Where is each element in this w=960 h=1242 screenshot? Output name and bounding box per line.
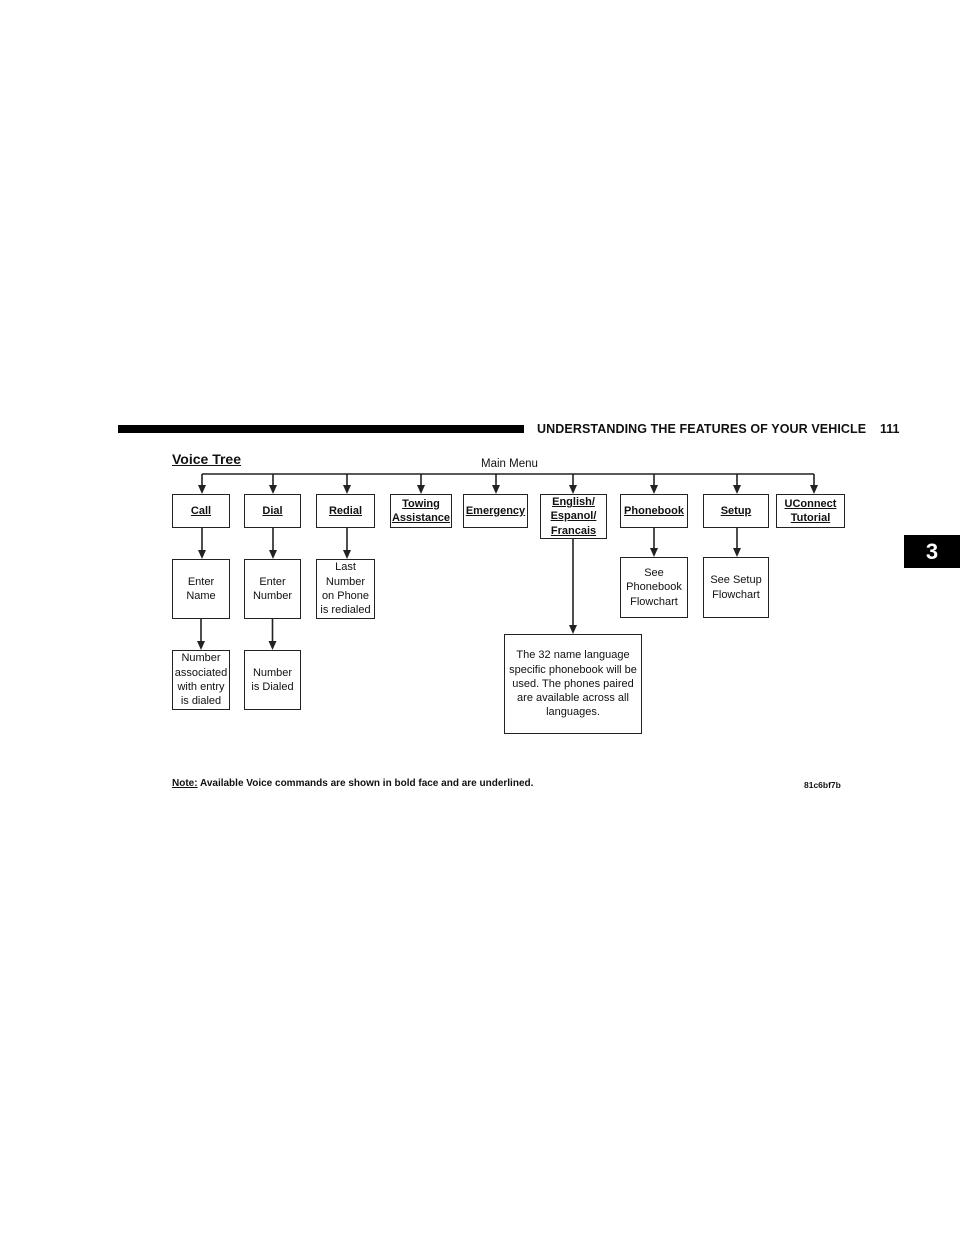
main-menu-label: Main Menu [481,458,538,470]
arrowhead-phonebook [650,485,658,494]
command-call: Call [172,494,230,528]
number-associated-label-line: with entry [177,681,225,693]
call-label-line: Call [190,504,212,517]
arrowhead-number-associated [197,641,205,650]
number-associated-label-line: associated [174,666,228,679]
language-label-line: English/ [552,496,595,509]
arrowhead-emergency [492,485,500,494]
number-dialed-label-line: is Dialed [251,681,294,693]
chapter-tab: 3 [904,535,960,568]
arrowhead-call [198,485,206,494]
note-text: Available Voice commands are shown in bo… [197,778,534,789]
last-number-label-line: Last [335,561,356,574]
header-rule [118,425,524,433]
arrowhead-see-setup [733,548,741,557]
figure-code: 81c6bf7b [804,780,841,790]
see-setup-label-line: See Setup [710,574,762,587]
last-number-label-line: on Phone [321,590,370,602]
voice-tree-title: Voice Tree [172,451,242,467]
arrowhead-enter-name [198,550,206,559]
number-associated-label-line: Number [181,652,221,665]
language-label-line: Francais [550,524,597,537]
command-setup: Setup [703,494,769,528]
number-dialed-label-line: Number [252,666,293,679]
last-number-label-line: is redialed [320,604,371,617]
arrowhead-number-dialed [268,641,277,650]
language-label-line: Espanol/ [550,510,597,523]
page-number: 111 [880,422,900,436]
dial-label-line: Dial [262,504,283,517]
command-language: English/Espanol/Francais [540,494,607,539]
redial-label-line: Redial [328,504,362,517]
uconnect-label-line: UConnect [784,497,837,510]
setup-label-line: Setup [720,504,752,517]
towing-label-line: Towing [402,497,440,510]
arrowhead-last-number [343,550,351,559]
towing-label-line: Assistance [391,512,451,524]
note-label: Note: [172,778,198,789]
language-note-label-line: The 32 name language [516,649,630,662]
language-note-label-line: used. The phones paired [512,677,634,690]
language-note-label-line: specific phonebook will be [509,663,637,676]
command-emergency: Emergency [463,494,528,528]
arrowhead-uconnect [810,485,818,494]
running-header-title: UNDERSTANDING THE FEATURES OF YOUR VEHIC… [537,422,867,436]
see-setup-label-line: Flowchart [712,588,760,601]
arrowhead-language-note [569,625,577,634]
arrowhead-towing [417,485,425,494]
arrowhead-language [569,485,577,494]
command-redial: Redial [316,494,375,528]
language-note-label-line: are available across all [517,692,629,705]
arrowhead-redial [343,485,351,494]
enter-name-label-line: Enter [187,575,215,588]
see-phonebook-label-line: Phonebook [626,581,682,594]
arrowhead-dial [269,485,277,494]
arrowhead-enter-number [269,550,277,559]
enter-number-label-line: Enter [259,575,286,588]
last-number-label-line: Number [325,575,366,588]
diagram-note: Note: Available Voice commands are shown… [172,778,533,789]
command-phonebook: Phonebook [620,494,688,528]
language-note-label-line: languages. [546,706,600,719]
see-phonebook-label-line: Flowchart [630,595,678,608]
arrowhead-setup [733,485,741,494]
command-dial: Dial [244,494,301,528]
enter-number-label-line: Number [252,590,293,602]
emergency-label-line: Emergency [465,504,526,517]
number-associated-label-line: is dialed [180,695,222,708]
phonebook-label-line: Phonebook [624,504,684,517]
step-number-dialed: Number is Dialed [244,650,301,710]
enter-name-label-line: Name [186,590,216,602]
arrowhead-see-phonebook [650,548,658,557]
uconnect-label-line: Tutorial [790,512,831,524]
see-phonebook-label-line: See [644,567,664,580]
